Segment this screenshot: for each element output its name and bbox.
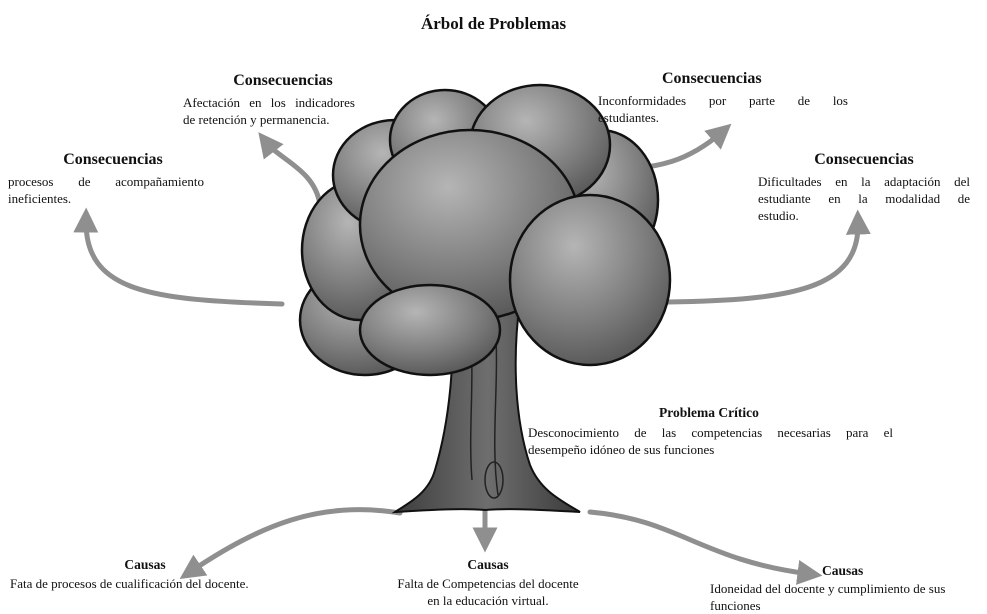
tree-foliage <box>298 83 672 377</box>
critical-problem-line-2: desempeño idóneo de sus funciones <box>528 442 715 457</box>
cause-3-line-1: Idoneidad del docente y cumplimiento de … <box>710 581 946 596</box>
critical-problem: Problema Crítico Desconocimiento de las … <box>528 405 893 458</box>
cause-3-line-2: funciones <box>710 598 761 613</box>
consequence-1: Consecuencias procesos de acompañamiento… <box>8 151 218 207</box>
cause-1-text: Fata de procesos de cualificación del do… <box>10 576 249 591</box>
consequence-4: Consecuencias Dificultades en la adaptac… <box>758 151 970 224</box>
cause-3: Causas Idoneidad del docente y cumplimie… <box>710 563 982 614</box>
consequence-3: Consecuencias Inconformidades por parte … <box>598 70 848 126</box>
consequence-2-line-1: Afectación en los indicadores <box>183 95 355 110</box>
consequence-2-line-2: de retención y permanencia. <box>183 112 330 127</box>
arrow-consequence-2 <box>258 132 323 208</box>
critical-problem-text: Desconocimiento de las competencias nece… <box>528 424 893 458</box>
cause-1-heading: Causas <box>124 557 166 572</box>
cause-2-line-2: en la educación virtual. <box>427 593 549 608</box>
critical-problem-line-1: Desconocimiento de las competencias nece… <box>528 425 893 440</box>
cause-1: Causas Fata de procesos de cualificación… <box>10 557 320 592</box>
consequence-1-line-2: ineficientes. <box>8 191 72 206</box>
consequence-3-text: Inconformidades por parte de los estudia… <box>598 92 848 126</box>
consequence-3-line-2: estudiantes. <box>598 110 660 125</box>
consequence-3-line-1: Inconformidades por parte de los <box>598 93 848 108</box>
cause-arrows <box>179 503 823 585</box>
cause-2-heading: Causas <box>467 557 509 572</box>
arrow-cause-3 <box>587 509 823 585</box>
consequence-4-line-1: Dificultades en la adaptación del <box>758 174 970 189</box>
cause-2-line-1: Falta de Competencias del docente <box>397 576 579 591</box>
consequence-1-text: procesos de acompañamiento ineficientes. <box>8 173 204 207</box>
consequence-2: Consecuencias Afectación en los indicado… <box>183 72 383 128</box>
consequence-4-line-3: estudio. <box>758 208 799 223</box>
consequence-4-line-2: estudiante en la modalidad de <box>758 191 970 206</box>
consequence-1-heading: Consecuencias <box>63 151 163 168</box>
consequence-2-text: Afectación en los indicadores de retenci… <box>183 94 355 128</box>
critical-problem-heading: Problema Crítico <box>659 405 759 420</box>
consequence-3-heading: Consecuencias <box>662 70 762 87</box>
cause-2: Causas Falta de Competencias del docente… <box>370 557 606 609</box>
consequence-4-heading: Consecuencias <box>814 151 914 168</box>
arrow-cause-1 <box>179 507 403 579</box>
cause-3-heading: Causas <box>822 563 864 578</box>
consequence-1-line-1: procesos de acompañamiento <box>8 174 204 189</box>
consequence-4-text: Dificultades en la adaptación del estudi… <box>758 173 970 224</box>
diagram-title: Árbol de Problemas <box>420 14 567 33</box>
arrow-consequence-1 <box>73 207 285 307</box>
consequence-2-heading: Consecuencias <box>233 72 333 89</box>
arrow-consequence-4 <box>665 209 871 305</box>
